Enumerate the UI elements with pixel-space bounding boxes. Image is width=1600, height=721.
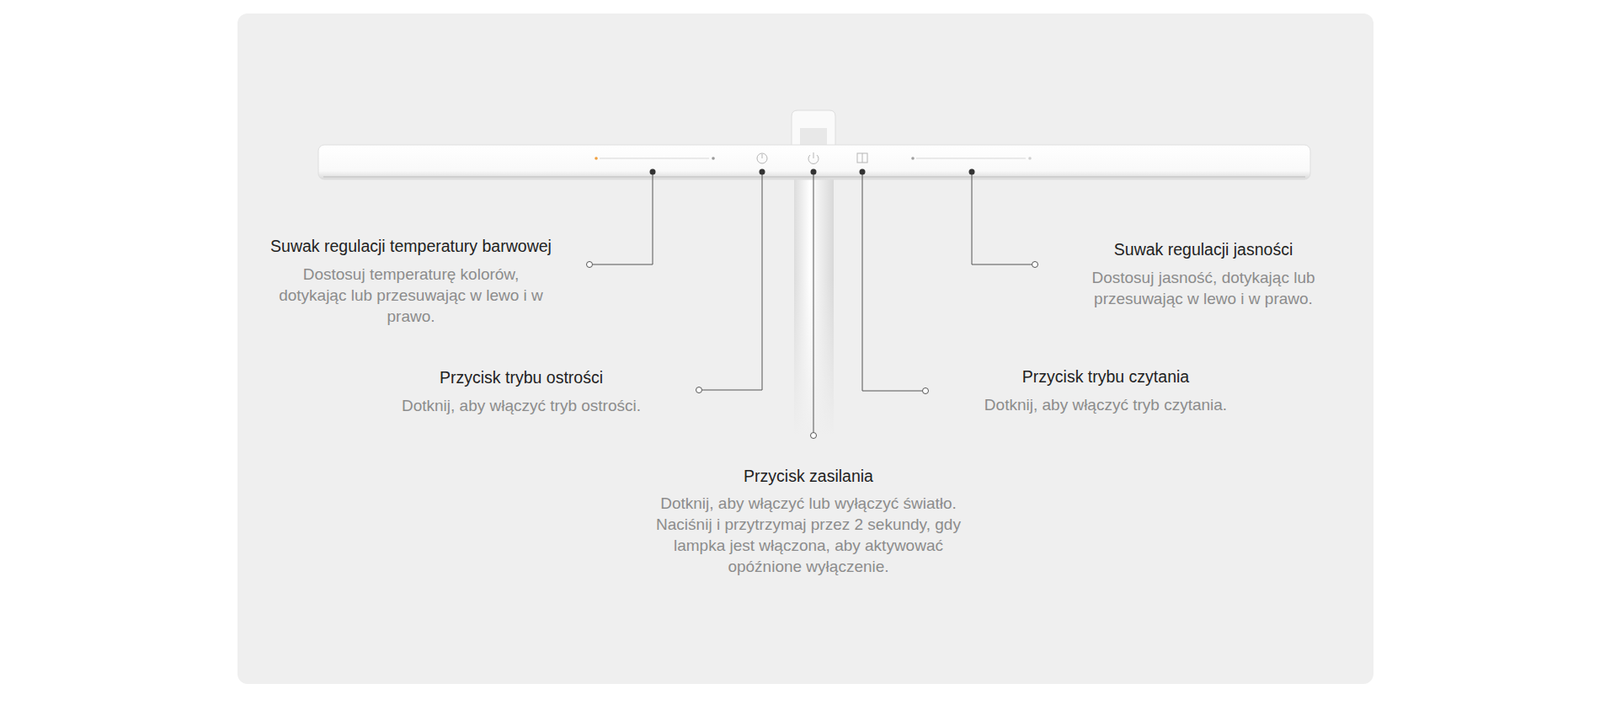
callout-description: Dostosuj jasność, dotykając lub przesuwa… — [1077, 266, 1330, 310]
callout-title: Przycisk zasilania — [743, 465, 874, 487]
callout-description: Dotknij, aby włączyć tryb ostrości. — [401, 394, 641, 416]
callout-description: Dotknij, aby włączyć lub wyłączyć światł… — [640, 492, 977, 577]
callout-description: Dotknij, aby włączyć tryb czytania. — [984, 394, 1227, 416]
callout-title: Przycisk trybu ostrości — [439, 367, 603, 389]
callout-title: Suwak regulacji jasności — [1114, 239, 1293, 261]
callout-title: Przycisk trybu czytania — [1022, 366, 1190, 388]
callout-description: Dostosuj temperaturę kolorów, dotykając … — [270, 263, 553, 327]
callout-title: Suwak regulacji temperatury barwowej — [270, 235, 552, 257]
